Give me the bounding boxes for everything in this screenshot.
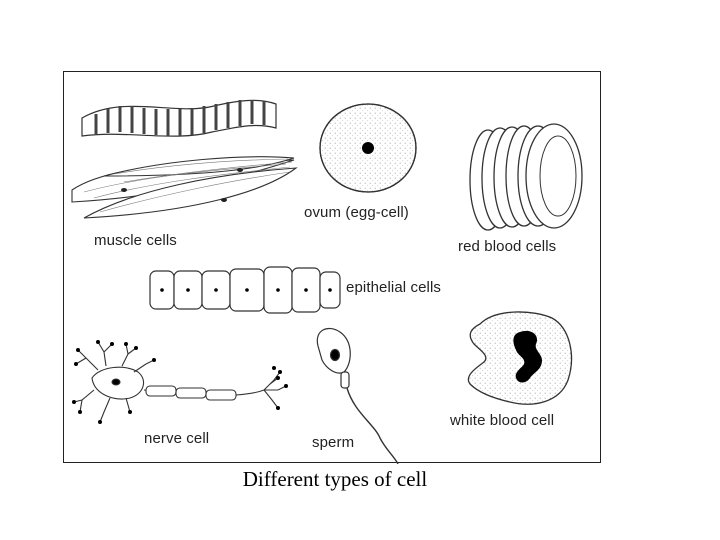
red-blood-cells-label: red blood cells	[458, 238, 557, 255]
muscle-cells-label: muscle cells	[94, 232, 177, 249]
epithelial-cells-icon	[149, 266, 341, 314]
cell-drawings	[71, 99, 583, 464]
smooth-muscle-cells-icon	[71, 156, 298, 219]
striated-muscle-fibre-icon	[81, 99, 277, 137]
figure-caption: Different types of cell	[242, 467, 428, 491]
ovum-label: ovum (egg-cell)	[304, 204, 409, 221]
white-blood-cell-icon	[467, 311, 573, 405]
ovum-icon	[319, 103, 417, 193]
epithelial-cells-label: epithelial cells	[346, 279, 441, 296]
sperm-label: sperm	[312, 434, 355, 451]
cell-types-figure: muscle cells ovum (egg-cell) red blood c…	[63, 71, 601, 464]
nerve-cell-label: nerve cell	[144, 430, 210, 447]
nerve-cell-icon	[72, 340, 288, 424]
white-blood-cell-label: white blood cell	[450, 412, 555, 429]
red-blood-cells-icon	[469, 123, 583, 231]
sperm-icon	[316, 327, 399, 464]
